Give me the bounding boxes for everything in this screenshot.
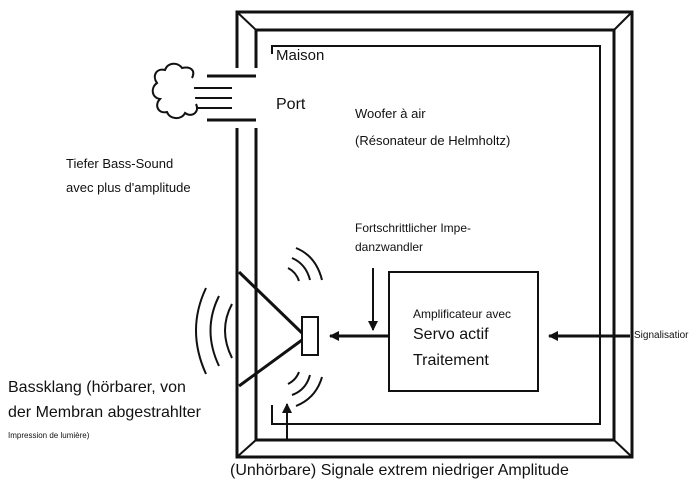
inner-sound-waves-lower (287, 371, 323, 407)
enclosure-inner-trim (271, 45, 601, 425)
enclosure-inner-wall (254, 28, 616, 442)
amplifier-label-line3: Traitement (413, 352, 489, 369)
air-flow-lines (194, 87, 232, 109)
impedance-converter-label-line1: Fortschrittlicher Impe- (355, 221, 472, 235)
port-tubes (207, 74, 256, 122)
enclosure-outline (235, 10, 634, 459)
amplifier-label-line1: Amplificateur avec (413, 307, 512, 321)
woofer-title: Woofer à air (355, 106, 426, 121)
enclosure-label: Maison (276, 47, 325, 64)
outer-sound-waves (195, 287, 233, 375)
amplifier-box (388, 271, 539, 392)
bassklang-label-line1: Bassklang (hörbarer, von (8, 379, 186, 396)
signal-input-label: Signalisatior (634, 330, 689, 341)
low-amplitude-signals-label: (Unhörbare) Signale extrem niedriger Amp… (230, 462, 569, 479)
inner-sound-waves-upper (287, 247, 323, 282)
air-puff-cloud-icon (151, 62, 198, 120)
port-label: Port (276, 96, 306, 113)
speaker-cone (237, 270, 304, 388)
enclosure-outer-wall (235, 10, 634, 459)
amplifier-label-line2: Servo actif (413, 326, 489, 343)
bassklang-label-line3: Impression de lumière) (8, 431, 90, 440)
woofer-subtitle: (Résonateur de Helmholtz) (355, 133, 511, 148)
bass-sound-label-line2: avec plus d'amplitude (66, 180, 191, 195)
voice-coil (301, 316, 319, 356)
bassklang-label-line2: der Membran abgestrahlter (8, 404, 201, 421)
bass-sound-label-line1: Tiefer Bass-Sound (66, 156, 174, 171)
enclosure-corners (236, 11, 633, 458)
impedance-converter-label-line2: danzwandler (355, 240, 424, 254)
